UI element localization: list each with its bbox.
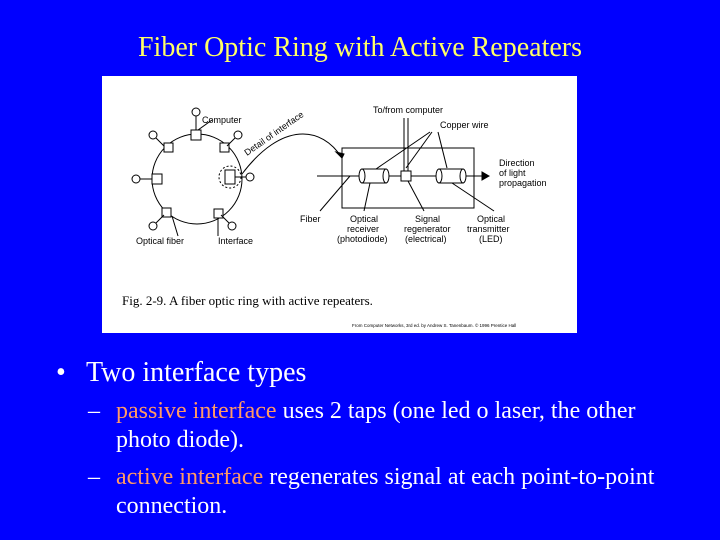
ring-interface [219,142,230,153]
figure-credit: From Computer Networks, 3rd ed. by Andre… [352,322,516,328]
label-regenerator-2: regenerator [404,224,451,234]
label-detail: Detail of interface [242,109,305,157]
computer-node [245,172,255,182]
ring-interface [163,142,174,153]
ring-interface [190,129,202,141]
label-direction-2: of light [499,168,526,178]
label-receiver-1: Optical [350,214,378,224]
bullet-list: • Two interface types –passive interface… [56,357,696,521]
ring-interface [151,173,163,185]
label-receiver-3: (photodiode) [337,234,388,244]
ring-interface [213,208,224,219]
label-direction-1: Direction [499,158,535,168]
label-direction-3: propagation [499,178,547,188]
sub-bullet-passive: –passive interface uses 2 taps (one led … [56,397,696,455]
computer-node [233,130,243,140]
label-to-from-computer: To/from computer [373,105,443,115]
sub-bullet-active: –active interface regenerates signal at … [56,463,696,521]
sub-text-active: regenerates signal at each point-to-poin… [116,464,655,519]
dash-marker: – [88,464,100,490]
label-transmitter-2: transmitter [467,224,510,234]
computer-node [148,221,158,231]
optical-receiver [361,168,387,184]
slide-title: Fiber Optic Ring with Active Repeaters [137,32,583,63]
computer-node [148,130,158,140]
signal-regenerator [400,170,412,182]
label-receiver-2: receiver [347,224,379,234]
label-regenerator-1: Signal [415,214,440,224]
highlight-passive: passive interface [116,398,277,424]
label-interface: Interface [218,236,253,246]
bullet-text: Two interface types [86,357,307,388]
sub-text-passive: uses 2 taps (one led o laser, the other … [116,398,636,453]
figure-caption: Fig. 2-9. A fiber optic ring with active… [122,293,373,308]
ring-interface [161,207,172,218]
ring-interface [224,169,236,185]
computer-node [131,174,141,184]
label-transmitter-1: Optical [477,214,505,224]
label-computer: Computer [202,115,242,125]
computer-node [191,107,201,117]
label-copper-wire: Copper wire [440,120,489,130]
fiber-ring-diagram: Computer Optical fiber Interface Detail … [122,105,547,328]
label-optical-fiber: Optical fiber [136,236,184,246]
bullet-item: • Two interface types [56,357,696,389]
label-fiber: Fiber [300,214,321,224]
bullet-marker: • [56,357,66,388]
dash-marker: – [88,398,100,424]
label-transmitter-3: (LED) [479,234,503,244]
label-regenerator-3: (electrical) [405,234,447,244]
highlight-active: active interface [116,464,264,490]
optical-transmitter [438,168,464,184]
figure-image: Computer Optical fiber Interface Detail … [102,76,577,333]
computer-node [227,221,237,231]
